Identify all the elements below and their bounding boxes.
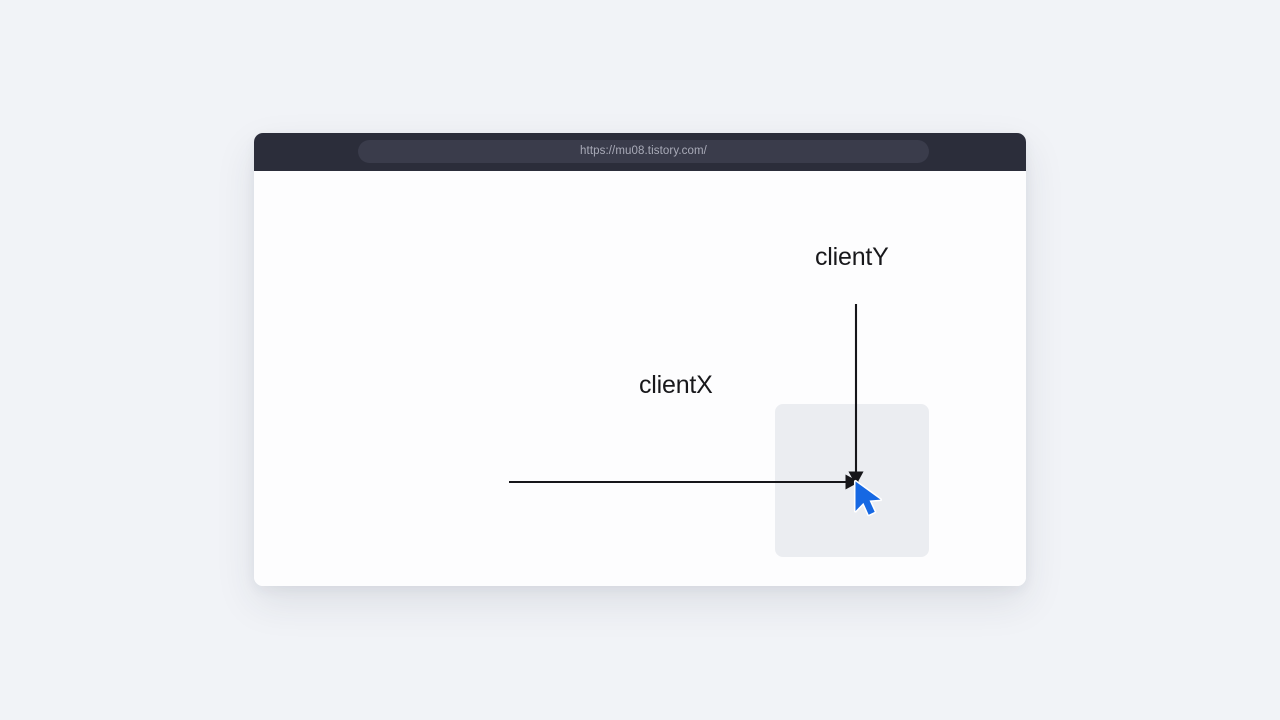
url-bar[interactable]: https://mu08.tistory.com/ <box>358 140 929 163</box>
browser-window: https://mu08.tistory.com/ clientY <box>254 133 1026 586</box>
clientx-label: clientX <box>632 370 720 401</box>
page-viewport: clientY clientX <box>254 171 1026 586</box>
mouse-cursor-icon <box>853 479 883 517</box>
element-box <box>775 404 929 557</box>
url-text: https://mu08.tistory.com/ <box>580 145 707 157</box>
coordinate-diagram <box>509 304 929 557</box>
browser-title-bar: https://mu08.tistory.com/ <box>254 133 1026 171</box>
clienty-label: clientY <box>808 242 896 273</box>
